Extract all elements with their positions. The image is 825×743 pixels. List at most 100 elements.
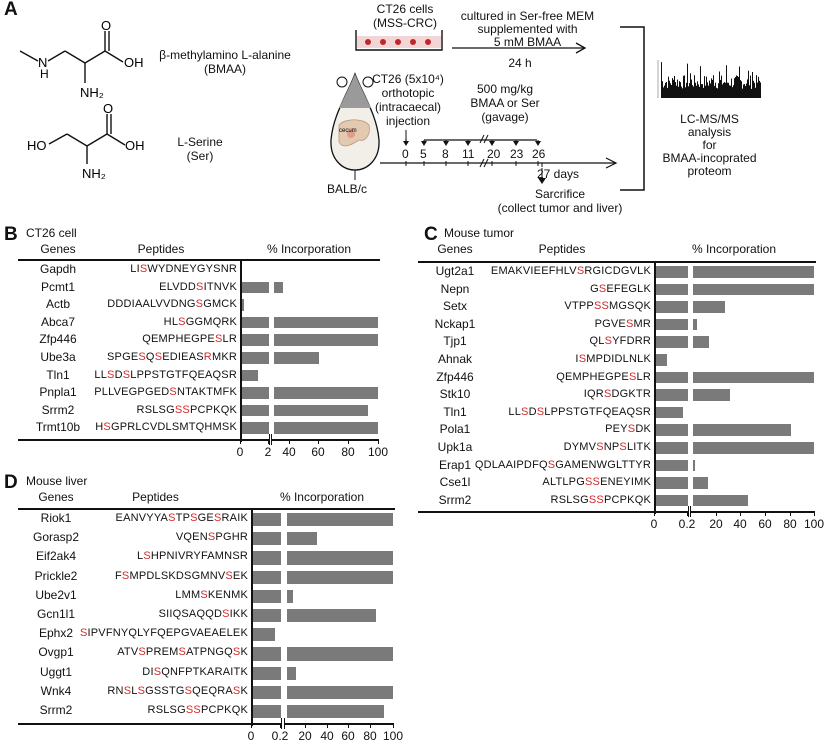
spectrum-peak <box>743 84 744 93</box>
gene-name: Srrm2 <box>41 402 75 417</box>
x-tick-label: 40 <box>282 445 296 459</box>
spectrum-peak <box>718 83 719 93</box>
bar-segment-high <box>693 301 725 313</box>
injection-label: CT26 (5x10⁴) orthotopic (intracaecal) in… <box>370 72 446 128</box>
spectrum-peak <box>681 86 682 93</box>
spectrum-peak <box>708 85 709 93</box>
x-tick <box>687 511 689 517</box>
bmaa-site: R <box>203 351 212 363</box>
bmaa-site: S <box>603 388 612 401</box>
spectrum-peak <box>690 73 691 93</box>
spectrum-peak <box>714 85 715 93</box>
spectrum-peak <box>677 79 678 93</box>
bmaa-site: S <box>588 493 597 506</box>
bar-segment-low <box>252 513 281 527</box>
spectrum-peak <box>742 88 743 93</box>
serine-full-name: L-Serine <box>177 135 223 149</box>
bar-segment-low <box>241 299 244 311</box>
gene-name: Actb <box>45 297 70 312</box>
header-divider <box>18 259 380 261</box>
timeline-day-label: 5 <box>420 147 427 161</box>
culture-arrow <box>452 42 587 54</box>
bmaa-site: S <box>547 458 556 471</box>
peptide-sequence: IQRSDGKTR <box>583 388 651 401</box>
bmaa-site: S <box>232 684 241 697</box>
spectrum-peak <box>711 78 712 93</box>
spectrum-peak <box>756 75 757 93</box>
bmaa-site: S <box>143 550 151 563</box>
incorporation-column-header: % Incorporation <box>279 490 365 504</box>
peptide-sequence: DYMVSNPSLITK <box>563 441 651 453</box>
gene-name: Zfp446 <box>39 332 77 347</box>
gene-name: Nepn <box>440 281 470 296</box>
bar-segment-low <box>655 477 688 489</box>
bmaa-atom-n: N <box>38 55 47 70</box>
x-axis-line-high <box>272 439 379 441</box>
bar-segment-low <box>252 666 281 680</box>
spectrum-peak <box>758 76 759 93</box>
spectrum-peak <box>731 78 732 93</box>
spectrum-peak <box>661 62 662 93</box>
bmaa-site: S <box>213 512 222 524</box>
header-divider <box>18 508 395 510</box>
spectrum-peak <box>667 87 668 93</box>
bar-segment-high <box>693 494 748 507</box>
timeline-arrowhead <box>513 141 519 146</box>
spectrum-peak <box>675 82 676 93</box>
spectrum-peak <box>760 82 761 93</box>
bar-segment-low <box>252 705 281 719</box>
timeline-arrowhead <box>489 141 495 146</box>
bar-segment-low <box>655 424 688 436</box>
bar-segment-low <box>252 570 281 584</box>
mouse-strain: BALB/c <box>327 182 368 196</box>
bmaa-site: S <box>627 423 636 436</box>
axis-break-mark <box>281 718 283 730</box>
cells-label: CT26 cells (MSS-CRC) <box>350 2 460 30</box>
gene-name: Srrm2 <box>39 703 73 717</box>
bar-segment-high <box>274 422 378 434</box>
spectrum-peak <box>700 66 701 93</box>
peptide-sequence: GSEFEGLK <box>590 282 651 295</box>
axis-break-mark <box>284 718 286 730</box>
x-axis-line-high <box>285 723 394 725</box>
ser-atom-oh: OH <box>125 138 145 153</box>
spectrum-peak <box>699 86 700 93</box>
timeline-day-label: 8 <box>442 147 449 161</box>
bar-segment-low <box>252 609 281 623</box>
bar-segment-high <box>693 283 814 296</box>
sacrifice-line-1: Sarcrifice <box>534 187 585 201</box>
bar-segment-high <box>287 551 393 565</box>
bmaa-site: S <box>178 315 186 328</box>
spectrum-peak <box>705 85 706 93</box>
peptide-sequence: PLLVEGPGEDSNTAKTMFK <box>94 386 237 399</box>
bmaa-site: S <box>222 608 230 620</box>
bmaa-site: S <box>628 370 637 383</box>
bmaa-site: S <box>593 300 602 313</box>
gene-name: Zfp446 <box>436 369 474 384</box>
timeline-day-label: 20 <box>487 147 501 161</box>
bmaa-atom-oh: OH <box>124 55 144 70</box>
spectrum-peak <box>751 88 752 93</box>
bmaa-site: S <box>138 351 146 363</box>
gene-name: Pcmt1 <box>40 279 75 294</box>
serine-name: L-Serine (Ser) <box>160 135 240 163</box>
bmaa-site: S <box>601 300 610 313</box>
bmaa-site: S <box>185 704 194 716</box>
spectrum-peak <box>674 75 675 93</box>
bmaa-site: S <box>138 646 146 659</box>
bmaa-site: S <box>121 569 130 582</box>
axis-break-mark <box>690 506 692 518</box>
bar-segment-low <box>655 336 688 348</box>
spectrum-peak <box>712 79 713 93</box>
spectrum-peak <box>734 78 735 93</box>
timeline-labels: 0 5 8 11 20 23 26 27 days <box>380 130 625 190</box>
ser-atom-o: O <box>103 101 113 116</box>
peptides-column-header: Peptides <box>538 242 586 256</box>
cells-subtitle: (MSS-CRC) <box>373 16 437 30</box>
culture-line-1: cultured in Ser-free MEM <box>460 9 595 23</box>
x-tick-label: 0 <box>236 445 244 459</box>
bar-segment-high <box>274 352 320 364</box>
gene-name: Trmt10b <box>35 420 81 435</box>
bar-segment-low <box>241 369 258 382</box>
bar-segment-high <box>287 685 393 699</box>
